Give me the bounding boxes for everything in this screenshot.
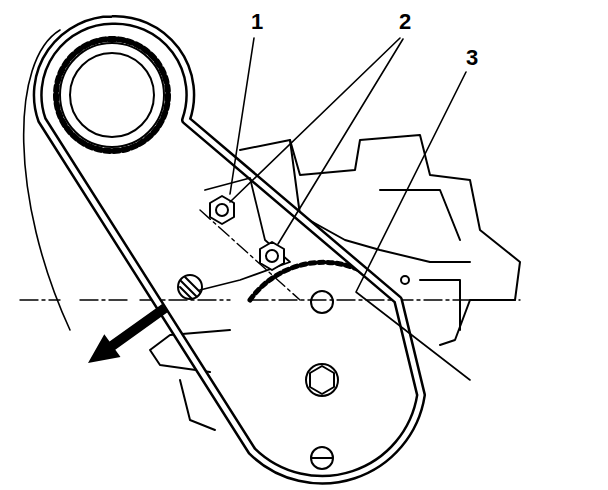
callout-number: 1 <box>248 10 266 34</box>
tensioner-pivot <box>178 275 202 299</box>
camshaft-sprocket <box>56 39 168 151</box>
crankshaft-pulley <box>250 262 395 469</box>
callout-number: 2 <box>396 10 414 34</box>
rotation-arrow <box>88 304 168 363</box>
bolt <box>210 196 284 270</box>
callout-number: 3 <box>463 46 481 70</box>
timing-belt <box>38 20 421 480</box>
tensioner-bracket <box>200 178 290 290</box>
engine-block <box>20 135 520 430</box>
leader-line <box>230 38 470 380</box>
